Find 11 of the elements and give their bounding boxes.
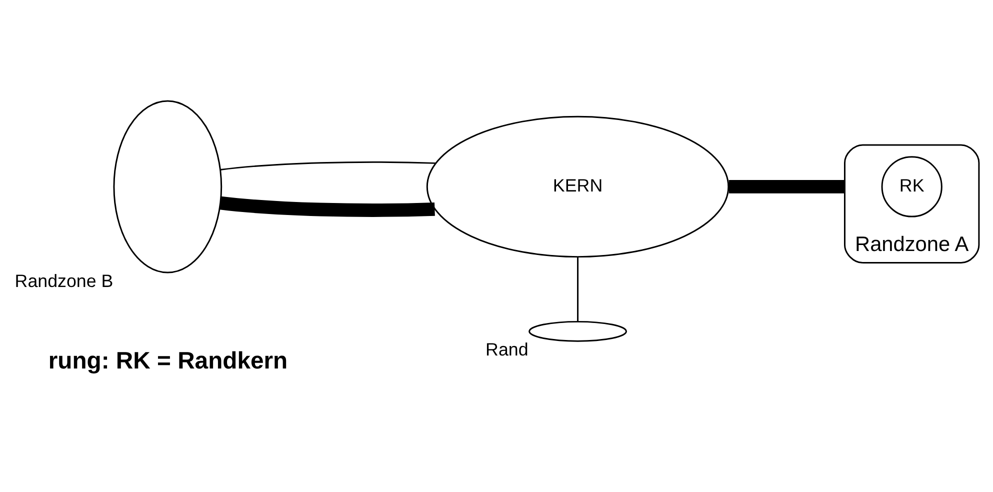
connector <box>220 161 436 170</box>
connector <box>728 180 845 194</box>
label: rung: RK = Randkern <box>48 347 288 374</box>
node-ellipse <box>528 320 627 342</box>
node-ellipse <box>113 100 222 274</box>
node-circle: RK <box>881 156 942 218</box>
node-ellipse: KERN <box>426 116 730 258</box>
connector <box>577 257 579 322</box>
connector <box>220 196 435 217</box>
node-label: Rand <box>486 339 528 360</box>
node-label: Randzone B <box>14 270 114 291</box>
